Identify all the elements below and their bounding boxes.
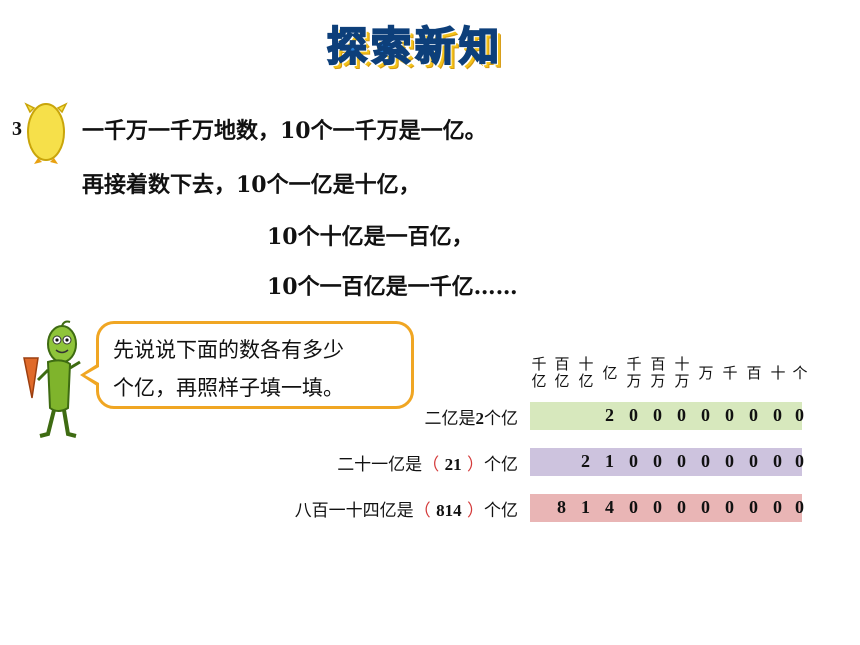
digit: 8 (557, 497, 566, 517)
place-header: 个 (792, 364, 808, 382)
digit: 1 (581, 497, 590, 517)
row-bar (530, 494, 802, 522)
row-bar (530, 448, 802, 476)
row-answer: 21 (444, 455, 462, 474)
place-header: 千 (722, 364, 738, 382)
digit: 0 (629, 451, 638, 471)
digit: 2 (581, 451, 590, 471)
text-line-2: 再接着数下去，10个一亿是十亿， (82, 172, 421, 198)
digit: 0 (653, 405, 662, 425)
bubble-line-2: 个亿，再照样子填一填。 (113, 376, 344, 400)
digit: 0 (629, 405, 638, 425)
digit: 0 (701, 405, 710, 425)
row-label-suffix: 个亿 (484, 409, 518, 429)
place-header: 千万 (626, 355, 642, 390)
text-line-1: 一千万一千万地数，10个一千万是一亿。 (82, 118, 487, 144)
row-label: 二亿是2个亿 (425, 404, 519, 429)
digit: 2 (605, 405, 614, 425)
example-number: 3 (12, 118, 22, 140)
text-line-3: 10个十亿是一百亿， (267, 224, 474, 250)
place-header: 百亿 (554, 355, 570, 390)
row-label-prefix: 八百一十四亿是 (294, 501, 414, 521)
paren-open: （ (413, 501, 437, 521)
place-header: 十亿 (578, 355, 594, 390)
digit: 0 (773, 405, 782, 425)
digit: 1 (605, 451, 614, 471)
digit: 0 (795, 497, 804, 517)
place-header: 百 (746, 364, 762, 382)
text-line-4: 10个一百亿是一千亿…… (267, 274, 518, 300)
digit: 0 (773, 497, 782, 517)
bubble-line-1: 先说说下面的数各有多少 (113, 338, 344, 362)
digit: 4 (605, 497, 614, 517)
digit: 0 (677, 405, 686, 425)
speech-bubble: 先说说下面的数各有多少 个亿，再照样子填一填。 (96, 321, 414, 409)
digit: 0 (629, 497, 638, 517)
place-header: 千亿 (531, 355, 547, 390)
digit: 0 (725, 451, 734, 471)
peapod-mascot-icon (23, 320, 81, 438)
digit: 0 (795, 405, 804, 425)
place-header: 亿 (602, 364, 618, 382)
digit: 0 (653, 497, 662, 517)
digit: 0 (653, 451, 662, 471)
row-label-suffix: 个亿 (484, 501, 518, 521)
page-title: 探索新知 (326, 23, 503, 71)
digit: 0 (725, 405, 734, 425)
place-header: 万 (698, 364, 714, 382)
paren-open: （ (422, 455, 445, 475)
bubble-tail-inner (85, 367, 99, 383)
digit: 0 (701, 497, 710, 517)
digit: 0 (773, 451, 782, 471)
digit: 0 (795, 451, 804, 471)
digit: 0 (677, 451, 686, 471)
row-label-prefix: 二亿是 (424, 409, 476, 429)
digit: 0 (749, 497, 758, 517)
place-header: 十 (770, 364, 786, 382)
row-answer: 814 (436, 501, 462, 520)
row-label: 八百一十四亿是（ 814 ）个亿 (295, 496, 518, 521)
digit: 0 (749, 405, 758, 425)
row-label-prefix: 二十一亿是 (337, 455, 423, 475)
digit: 0 (677, 497, 686, 517)
place-header: 百万 (650, 355, 666, 390)
digit: 0 (749, 451, 758, 471)
paren-close: ） (461, 455, 484, 475)
row-label-suffix: 个亿 (484, 455, 518, 475)
place-header: 十万 (674, 355, 690, 390)
digit: 0 (701, 451, 710, 471)
row-bar (530, 402, 802, 430)
row-label: 二十一亿是（ 21 ）个亿 (337, 450, 518, 475)
example-badge-icon (24, 102, 68, 164)
row-answer: 2 (475, 409, 485, 428)
digit: 0 (725, 497, 734, 517)
paren-close: ） (461, 501, 484, 521)
